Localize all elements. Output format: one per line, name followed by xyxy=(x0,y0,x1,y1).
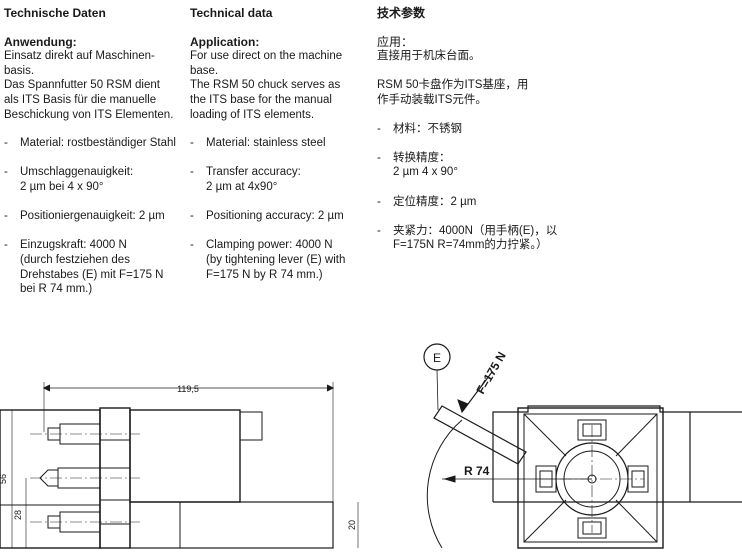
application-text-german: Einsatz direkt auf Maschinen- basis. Das… xyxy=(4,50,174,121)
application-title-chinese: 应用： xyxy=(377,34,414,49)
list-item: -转换精度： 2 µm 4 x 90° xyxy=(377,151,458,179)
column-chinese: 技术参数 应用： 直接用于机床台面。 RSM 50卡盘作为ITS基座，用 作手动… xyxy=(377,6,577,268)
top-view-drawing xyxy=(423,343,742,549)
list-item: -Transfer accuracy: 2 µm at 4x90° xyxy=(190,166,301,193)
list-item: -Clamping power: 4000 N (by tightening l… xyxy=(190,239,346,281)
application-text-chinese: 直接用于机床台面。 RSM 50卡盘作为ITS基座，用 作手动装载ITS元件。 xyxy=(377,50,529,106)
radius-label: R 74 xyxy=(464,464,490,478)
list-item: -定位精度：2 µm xyxy=(377,195,477,208)
application-title-german: Anwendung: xyxy=(4,34,77,49)
heading-german: Technische Daten xyxy=(4,6,106,20)
dimension-base-label: 20 xyxy=(347,520,357,530)
lever-label: E xyxy=(433,351,441,365)
dimension-width-label: 119,5 xyxy=(177,384,199,394)
list-item: -Material: stainless steel xyxy=(190,137,326,150)
heading-english: Technical data xyxy=(190,6,273,20)
application-text-english: For use direct on the machine base. The … xyxy=(190,50,343,121)
list-item: -Positioning accuracy: 2 µm xyxy=(190,210,344,223)
dimension-height-total-label: 56 xyxy=(0,474,8,484)
side-view-drawing xyxy=(0,382,359,549)
force-label: F=175 N xyxy=(473,349,508,396)
list-item: -Einzugskraft: 4000 N (durch festziehen … xyxy=(4,239,164,296)
list-item: -材料：不锈钢 xyxy=(377,122,462,135)
heading-chinese: 技术参数 xyxy=(377,6,426,20)
list-item: -夹紧力：4000N（用手柄(E)，以 F=175N R=74mm的力拧紧。） xyxy=(377,224,558,252)
column-german: Technische Daten Anwendung: Einsatz dire… xyxy=(4,6,184,311)
list-item: -Positioniergenauigkeit: 2 µm xyxy=(4,210,165,223)
column-english: Technical data Application: For use dire… xyxy=(190,6,365,297)
application-title-english: Application: xyxy=(190,34,260,49)
dimension-height-center-label: 28 xyxy=(13,510,23,520)
list-item: -Material: rostbeständiger Stahl xyxy=(4,137,176,150)
list-item: -Umschlaggenauigkeit: 2 µm bei 4 x 90° xyxy=(4,166,134,193)
